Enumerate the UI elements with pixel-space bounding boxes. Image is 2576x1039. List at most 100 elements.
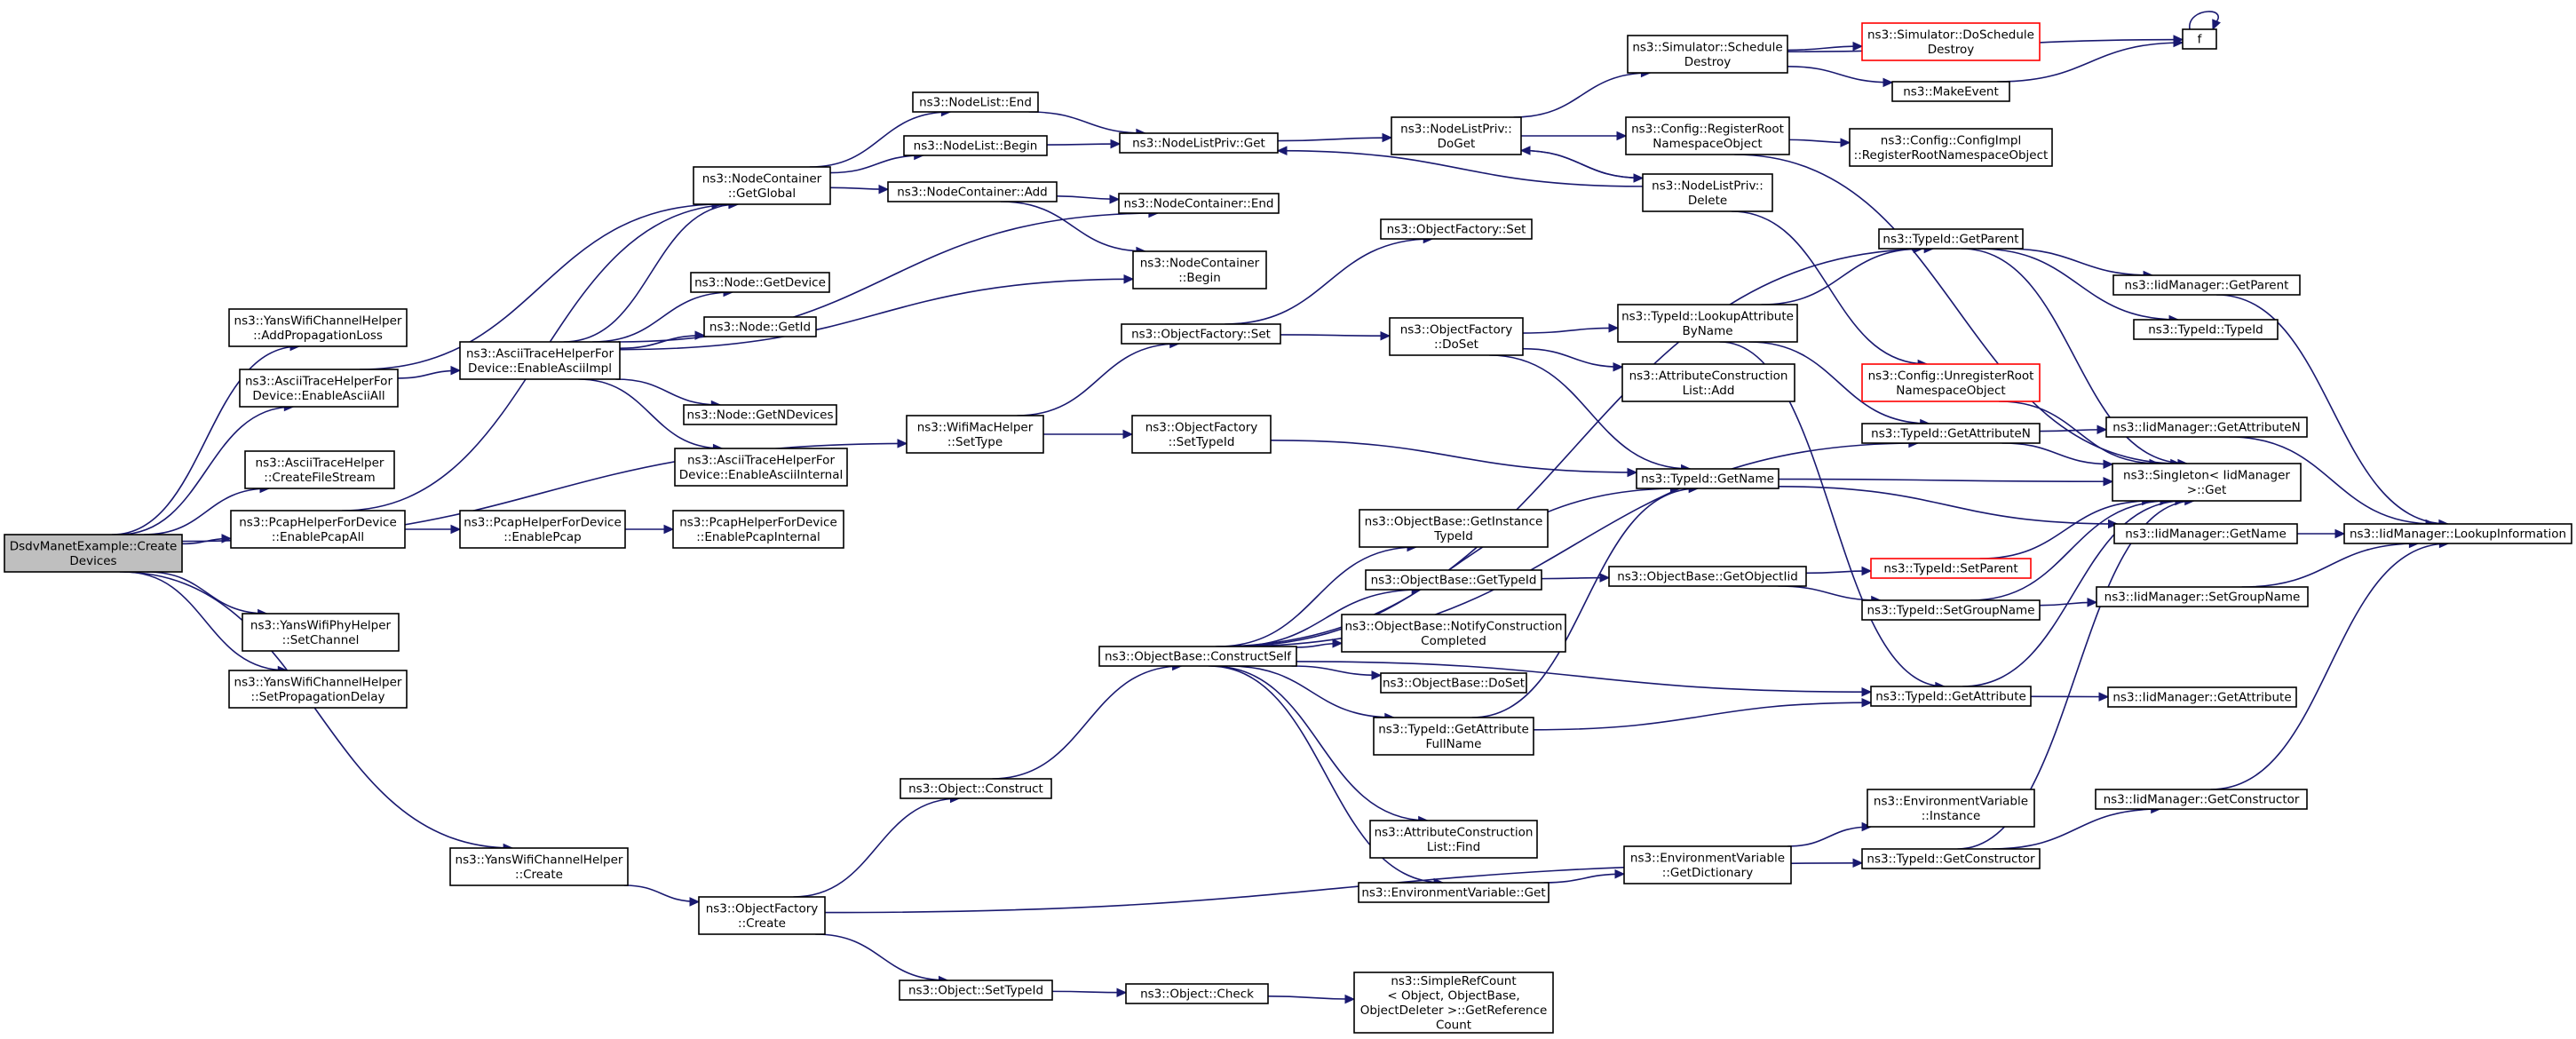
node-box[interactable] [2182,28,2217,50]
function-node-nlp-doget[interactable]: ns3::NodeListPriv::DoGet [1391,116,1522,155]
node-box[interactable] [2113,523,2298,544]
function-node-iid-getconstructor[interactable]: ns3::IidManager::GetConstructor [2095,789,2308,810]
function-node-yansphy-setchannel[interactable]: ns3::YansWifiPhyHelper::SetChannel [242,613,400,652]
node-box[interactable] [1121,323,1281,345]
node-box[interactable] [1608,566,1807,587]
node-box[interactable] [912,91,1039,113]
node-box[interactable] [242,613,400,652]
function-node-tid-getname[interactable]: ns3::TypeId::GetName [1636,468,1779,489]
node-box[interactable] [693,166,831,205]
function-node-singleton-get[interactable]: ns3::Singleton< IidManager>::Get [2112,463,2302,502]
node-box[interactable] [1365,569,1542,591]
node-box[interactable] [244,450,395,489]
node-box[interactable] [1642,173,1773,212]
function-node-ascii-impl[interactable]: ns3::AsciiTraceHelperForDevice::EnableAs… [459,341,621,380]
function-node-ob-getobjectiid[interactable]: ns3::ObjectBase::GetObjectIid [1608,566,1807,587]
function-node-cfgimpl-register[interactable]: ns3::Config::ConfigImpl::RegisterRootNam… [1849,128,2053,167]
node-box[interactable] [1861,363,2041,402]
node-box[interactable] [683,404,837,425]
node-box[interactable] [1870,686,2032,707]
node-box[interactable] [1621,363,1795,402]
node-box[interactable] [1380,218,1533,240]
node-box[interactable] [1358,882,1550,903]
function-node-tid-typeid[interactable]: ns3::TypeId::TypeId [2133,319,2279,340]
function-node-ob-doset[interactable]: ns3::ObjectBase::DoSet [1380,672,1527,694]
function-node-yans-create[interactable]: ns3::YansWifiChannelHelper::Create [449,847,629,886]
function-node-iid-getattribute[interactable]: ns3::IidManager::GetAttribute [2107,686,2297,708]
function-node-makeevent[interactable]: ns3::MakeEvent [1891,81,2010,102]
node-box[interactable] [698,896,826,935]
function-node-obj-construct[interactable]: ns3::Object::Construct [900,778,1052,799]
node-box[interactable] [1131,415,1272,454]
node-box[interactable] [2107,686,2297,708]
function-node-env-getdict[interactable]: ns3::EnvironmentVariable::GetDictionary [1623,845,1792,884]
function-node-ascii-enableall[interactable]: ns3::AsciiTraceHelperForDevice::EnableAs… [239,369,399,408]
function-node-obj-check[interactable]: ns3::Object::Check [1125,983,1269,1004]
node-box[interactable] [1878,228,2024,250]
node-box[interactable] [228,670,408,709]
node-box[interactable] [239,369,399,408]
function-node-iid-getname[interactable]: ns3::IidManager::GetName [2113,523,2298,544]
node-box[interactable] [1867,789,2035,828]
node-box[interactable] [2133,319,2279,340]
node-box[interactable] [2112,463,2302,502]
node-box[interactable] [1861,22,2041,61]
node-box[interactable] [690,272,830,293]
node-box[interactable] [1125,983,1269,1004]
function-node-of-doset[interactable]: ns3::ObjectFactory::DoSet [1389,317,1524,356]
node-box[interactable] [1118,193,1280,214]
function-node-iid-lookupinfo[interactable]: ns3::IidManager::LookupInformation [2343,523,2572,544]
function-node-pcap-enable[interactable]: ns3::PcapHelperForDevice::EnablePcap [459,510,626,549]
function-node-node-getndevices[interactable]: ns3::Node::GetNDevices [683,404,837,425]
function-node-ascii-createfile[interactable]: ns3::AsciiTraceHelper::CreateFileStream [244,450,395,489]
node-box[interactable] [1369,820,1538,859]
function-node-node-getid[interactable]: ns3::Node::GetId [703,316,817,337]
node-box[interactable] [2096,586,2309,607]
node-box[interactable] [1849,128,2053,167]
function-node-wifimac-settype[interactable]: ns3::WifiMacHelper::SetType [906,415,1044,454]
node-box[interactable] [1098,646,1297,667]
function-node-refcount[interactable]: ns3::SimpleRefCount< Object, ObjectBase,… [1353,972,1554,1034]
function-node-nc-begin[interactable]: ns3::NodeContainer::Begin [1132,250,1267,289]
function-node-yans-setpropdelay[interactable]: ns3::YansWifiChannelHelper::SetPropagati… [228,670,408,709]
node-box[interactable] [2343,523,2572,544]
node-box[interactable] [1119,132,1279,154]
node-box[interactable] [1627,35,1788,74]
node-box[interactable] [1132,250,1267,289]
function-node-of-set2[interactable]: ns3::ObjectFactory::Set [1380,218,1533,240]
node-box[interactable] [899,980,1053,1001]
node-box[interactable] [1341,614,1566,653]
function-node-cfg-unregister[interactable]: ns3::Config::UnregisterRootNamespaceObje… [1861,363,2041,402]
node-box[interactable] [1391,116,1522,155]
function-node-tid-getattrn[interactable]: ns3::TypeId::GetAttributeN [1861,423,2041,444]
function-node-iid-getparent[interactable]: ns3::IidManager::GetParent [2112,274,2301,296]
function-node-nc-getglobal[interactable]: ns3::NodeContainer::GetGlobal [693,166,831,205]
node-box[interactable] [1373,717,1534,756]
function-node-ob-gettypeid[interactable]: ns3::ObjectBase::GetTypeId [1365,569,1542,591]
function-node-pcap-internal[interactable]: ns3::PcapHelperForDevice::EnablePcapInte… [672,510,844,549]
node-box[interactable] [449,847,629,886]
function-node-pcap-enableall[interactable]: ns3::PcapHelperForDevice::EnablePcapAll [230,510,406,549]
function-node-env-instance[interactable]: ns3::EnvironmentVariable::Instance [1867,789,2035,828]
node-box[interactable] [459,510,626,549]
node-box[interactable] [228,308,408,347]
node-box[interactable] [1891,81,2010,102]
function-node-iid-getattrn[interactable]: ns3::IidManager::GetAttributeN [2105,416,2308,438]
node-box[interactable] [230,510,406,549]
function-node-of-create[interactable]: ns3::ObjectFactory::Create [698,896,826,935]
node-box[interactable] [1359,509,1549,548]
function-node-nodelist-end[interactable]: ns3::NodeList::End [912,91,1039,113]
node-box[interactable] [1870,558,2032,579]
function-node-nc-add[interactable]: ns3::NodeContainer::Add [887,181,1058,202]
function-node-nodelist-begin[interactable]: ns3::NodeList::Begin [903,135,1048,156]
node-box[interactable] [903,135,1048,156]
node-box[interactable] [672,510,844,549]
function-node-obj-settypeid[interactable]: ns3::Object::SetTypeId [899,980,1053,1001]
node-box[interactable] [887,181,1058,202]
